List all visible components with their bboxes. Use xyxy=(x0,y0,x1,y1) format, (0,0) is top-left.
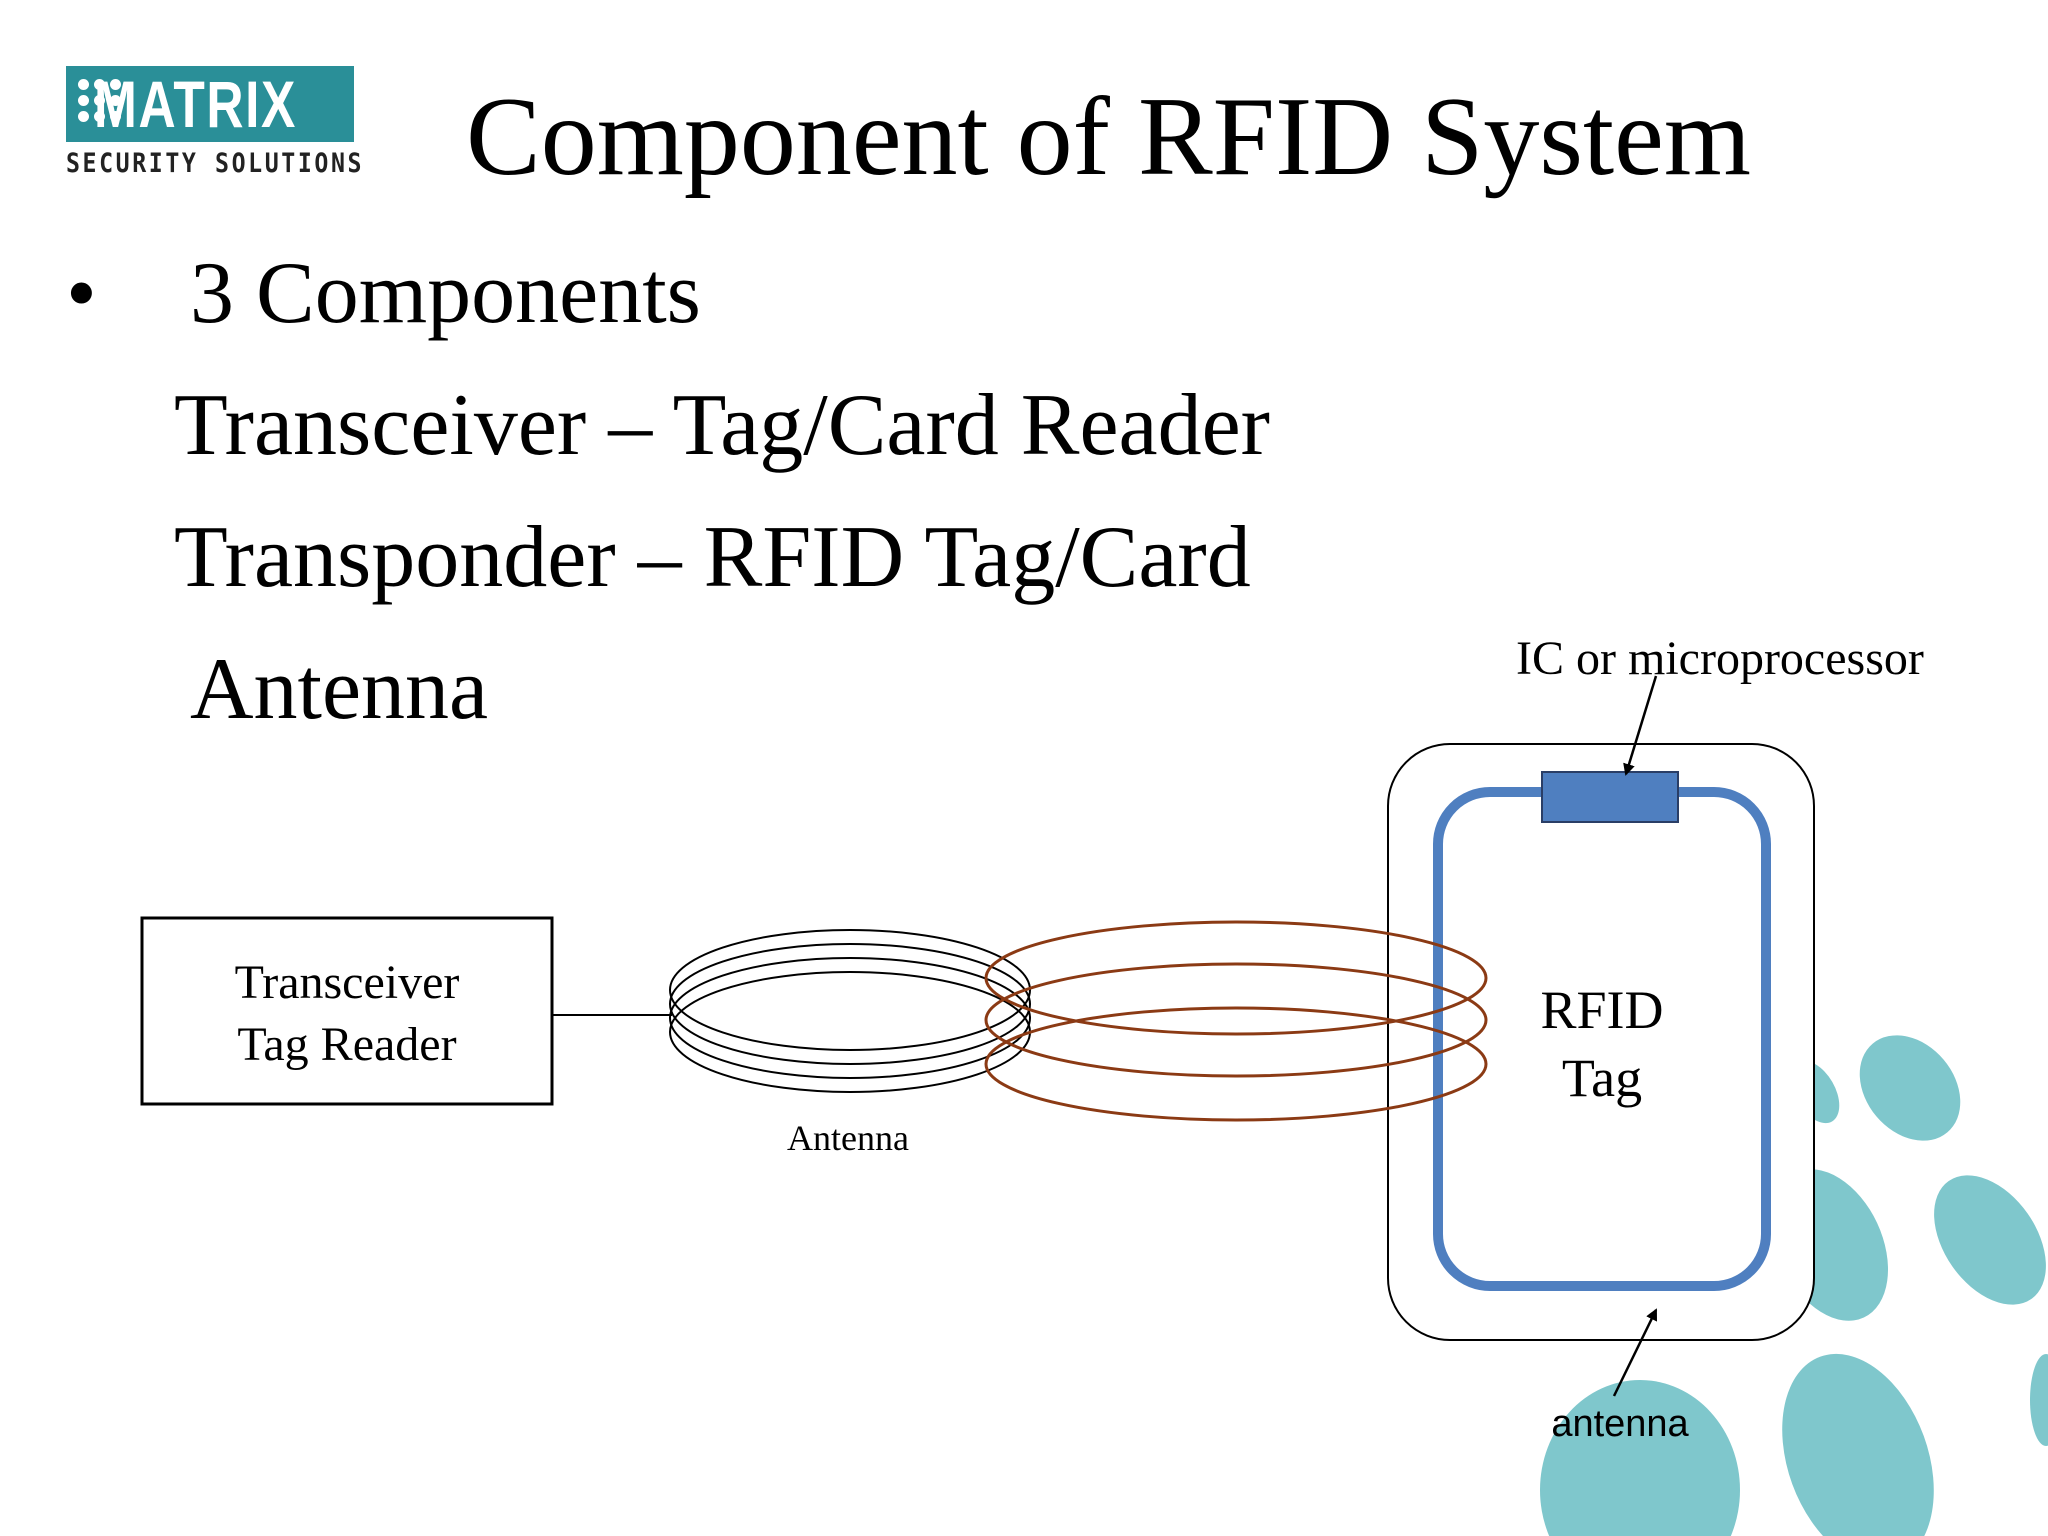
decor-dot xyxy=(1782,1353,1934,1536)
chip-arrow xyxy=(1623,675,1658,776)
rfid-tag-line2: Tag xyxy=(1562,1048,1642,1108)
tag-antenna-label: antenna xyxy=(1551,1403,1689,1445)
bullet-heading: 3 Components xyxy=(190,245,701,342)
decor-dot xyxy=(2030,1354,2048,1446)
magnetic-field-lines xyxy=(984,920,1488,1122)
reader-box-line2: Tag Reader xyxy=(237,1018,456,1071)
reader-antenna-label: Antenna xyxy=(787,1118,909,1158)
rfid-chip xyxy=(1541,771,1679,823)
decor-dot xyxy=(1540,1380,1740,1536)
matrix-logo: MATRIX SECURITY SOLUTIONS xyxy=(66,66,365,186)
reader-antenna-coil xyxy=(669,929,1031,1093)
logo-tagline: SECURITY SOLUTIONS xyxy=(66,148,365,179)
reader-box xyxy=(140,916,554,1106)
component-item-transceiver: Transceiver – Tag/Card Reader xyxy=(174,377,1270,474)
logo-brand: MATRIX xyxy=(93,67,297,141)
component-item-transponder: Transponder – RFID Tag/Card xyxy=(174,509,1251,606)
component-item-antenna: Antenna xyxy=(190,641,489,738)
rfid-tag-line1: RFID xyxy=(1540,980,1663,1040)
logo-dots-icon xyxy=(74,73,121,135)
page-title: Component of RFID System xyxy=(466,75,1751,199)
rfid-tag-card xyxy=(1387,743,1815,1341)
chip-label: IC or microprocessor xyxy=(1516,632,1924,685)
reader-box-line1: Transceiver xyxy=(235,956,460,1009)
tag-antenna-arrow xyxy=(1612,1308,1658,1397)
decor-dot xyxy=(1934,1175,2046,1305)
decor-dot xyxy=(1859,1035,1961,1141)
logo-banner: MATRIX xyxy=(66,66,354,142)
bullet-marker: • xyxy=(66,245,97,342)
